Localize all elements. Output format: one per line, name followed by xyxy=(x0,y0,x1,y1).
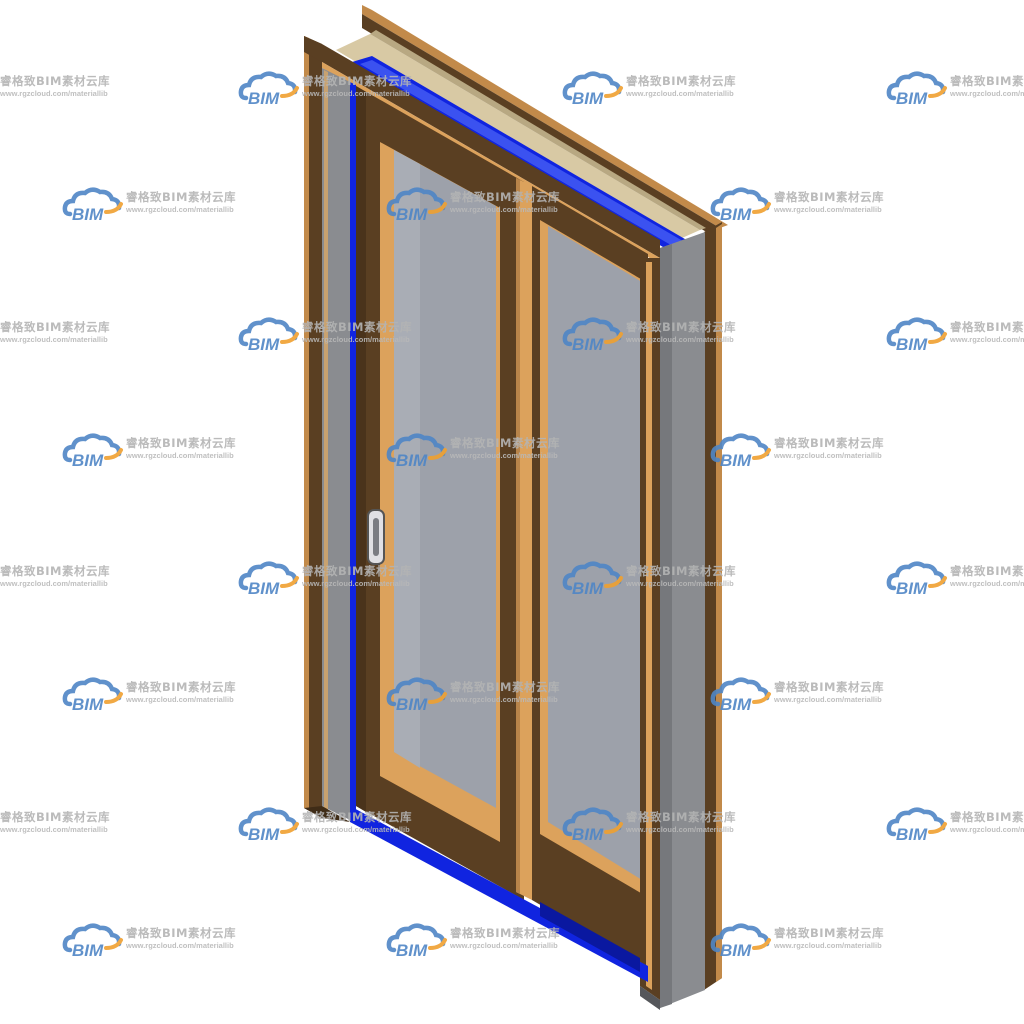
front-frame-left-jamb-edge xyxy=(304,36,309,810)
head-top-shadow xyxy=(370,30,706,230)
front-panel-glass-reflection xyxy=(394,150,420,768)
door-handle-recess xyxy=(373,518,379,556)
front-panel-frame-shade xyxy=(356,86,366,812)
left-inner-jamb-line xyxy=(324,70,328,810)
rear-panel-glass xyxy=(548,226,642,880)
bottom-seal xyxy=(350,806,648,982)
top-seal-highlight xyxy=(360,60,688,248)
meeting-stile-shade xyxy=(516,178,520,894)
left-seal xyxy=(350,82,356,822)
bottom-seal-shade xyxy=(540,902,640,972)
right-jamb-side-shade xyxy=(660,244,672,1008)
left-inner-jamb xyxy=(322,68,350,820)
head-top-surface xyxy=(336,34,700,246)
rear-frame-right-jamb-edge xyxy=(716,224,722,982)
front-frame-head xyxy=(304,36,660,258)
rear-panel-right-edge-trim xyxy=(646,262,652,990)
right-post-bottom xyxy=(640,986,660,1010)
left-frame-bottom-edge xyxy=(304,806,350,822)
rear-frame-top-edge xyxy=(362,5,728,228)
